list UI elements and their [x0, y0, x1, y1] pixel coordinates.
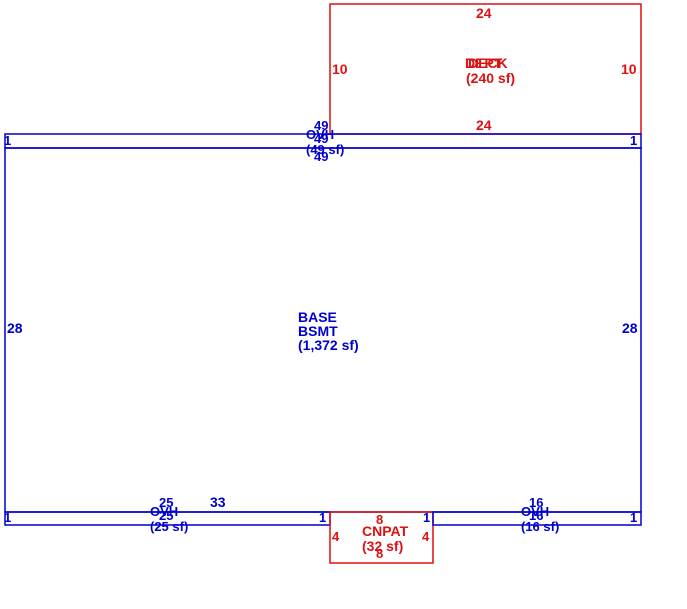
deck-name-a: DECK	[468, 55, 508, 71]
ovh-bottom-left-area: 1 1 25 OVH 25 (25 sf)	[4, 495, 331, 534]
ovh-bottom-left-dim-mid: 25	[159, 508, 173, 523]
base-dim-left: 28	[7, 320, 23, 336]
ovh-top-dim-mid: 49	[314, 131, 328, 146]
deck-area-label: (240 sf)	[466, 70, 515, 86]
ovh-top-name: OVH	[306, 127, 334, 142]
deck-name-b: DEPT	[465, 55, 503, 71]
ovh-top-area: 1 1 49 OVH 49 (49 sf) 49	[4, 118, 642, 164]
cnpat-dim-right: 4	[422, 529, 430, 544]
deck-dim-top: 24	[476, 5, 492, 21]
deck-area: DEPT DECK (240 sf) 24 24 10 10	[329, 3, 642, 135]
ovh-top-dim-bottom: 49	[314, 149, 328, 164]
ovh-bottom-right-dim-right: 1	[630, 510, 637, 525]
ovh-bottom-right-dim-mid: 16	[529, 508, 543, 523]
ovh-top-dim-right: 1	[630, 133, 637, 148]
ovh-bottom-left-dim-top: 25	[159, 495, 173, 510]
cnpat-name: CNPAT	[362, 523, 409, 539]
ovh-top-dim-left: 1	[4, 133, 11, 148]
base-name: BASE	[298, 309, 337, 325]
ovh-bottom-right-dim-left: 1	[423, 510, 430, 525]
ovh-bottom-left-area-label: (25 sf)	[150, 519, 188, 534]
ovh-bottom-right-outline	[432, 511, 642, 526]
ovh-bottom-right-area: 1 1 16 OVH 16 (16 sf)	[423, 495, 642, 534]
deck-dim-left: 10	[332, 61, 348, 77]
base-dim-right: 28	[622, 320, 638, 336]
ovh-bottom-right-area-label: (16 sf)	[521, 519, 559, 534]
base-area: BASE BSMT (1,372 sf) 28 28 33	[4, 147, 642, 513]
base-dim-bottom-seg: 33	[210, 494, 226, 510]
cnpat-dim-top: 8	[376, 512, 383, 527]
cnpat-dim-left: 4	[332, 529, 340, 544]
ovh-bottom-left-name: OVH	[150, 504, 178, 519]
ovh-bottom-right-dim-top: 16	[529, 495, 543, 510]
ovh-bottom-left-dim-left: 1	[4, 510, 11, 525]
cnpat-area: 8 CNPAT (32 sf) 8 4 4	[329, 511, 434, 564]
cnpat-dim-bottom: 8	[376, 546, 383, 561]
ovh-top-dim-top: 49	[314, 118, 328, 133]
ovh-bottom-right-name: OVH	[521, 504, 549, 519]
deck-dim-right: 10	[621, 61, 637, 77]
base-sub: BSMT	[298, 323, 338, 339]
cnpat-outline	[329, 511, 434, 564]
ovh-bottom-left-dim-right: 1	[319, 510, 326, 525]
deck-dim-bottom: 24	[476, 117, 492, 133]
ovh-top-area-label: (49 sf)	[306, 142, 344, 157]
base-area-label: (1,372 sf)	[298, 337, 359, 353]
cnpat-area-label: (32 sf)	[362, 538, 403, 554]
